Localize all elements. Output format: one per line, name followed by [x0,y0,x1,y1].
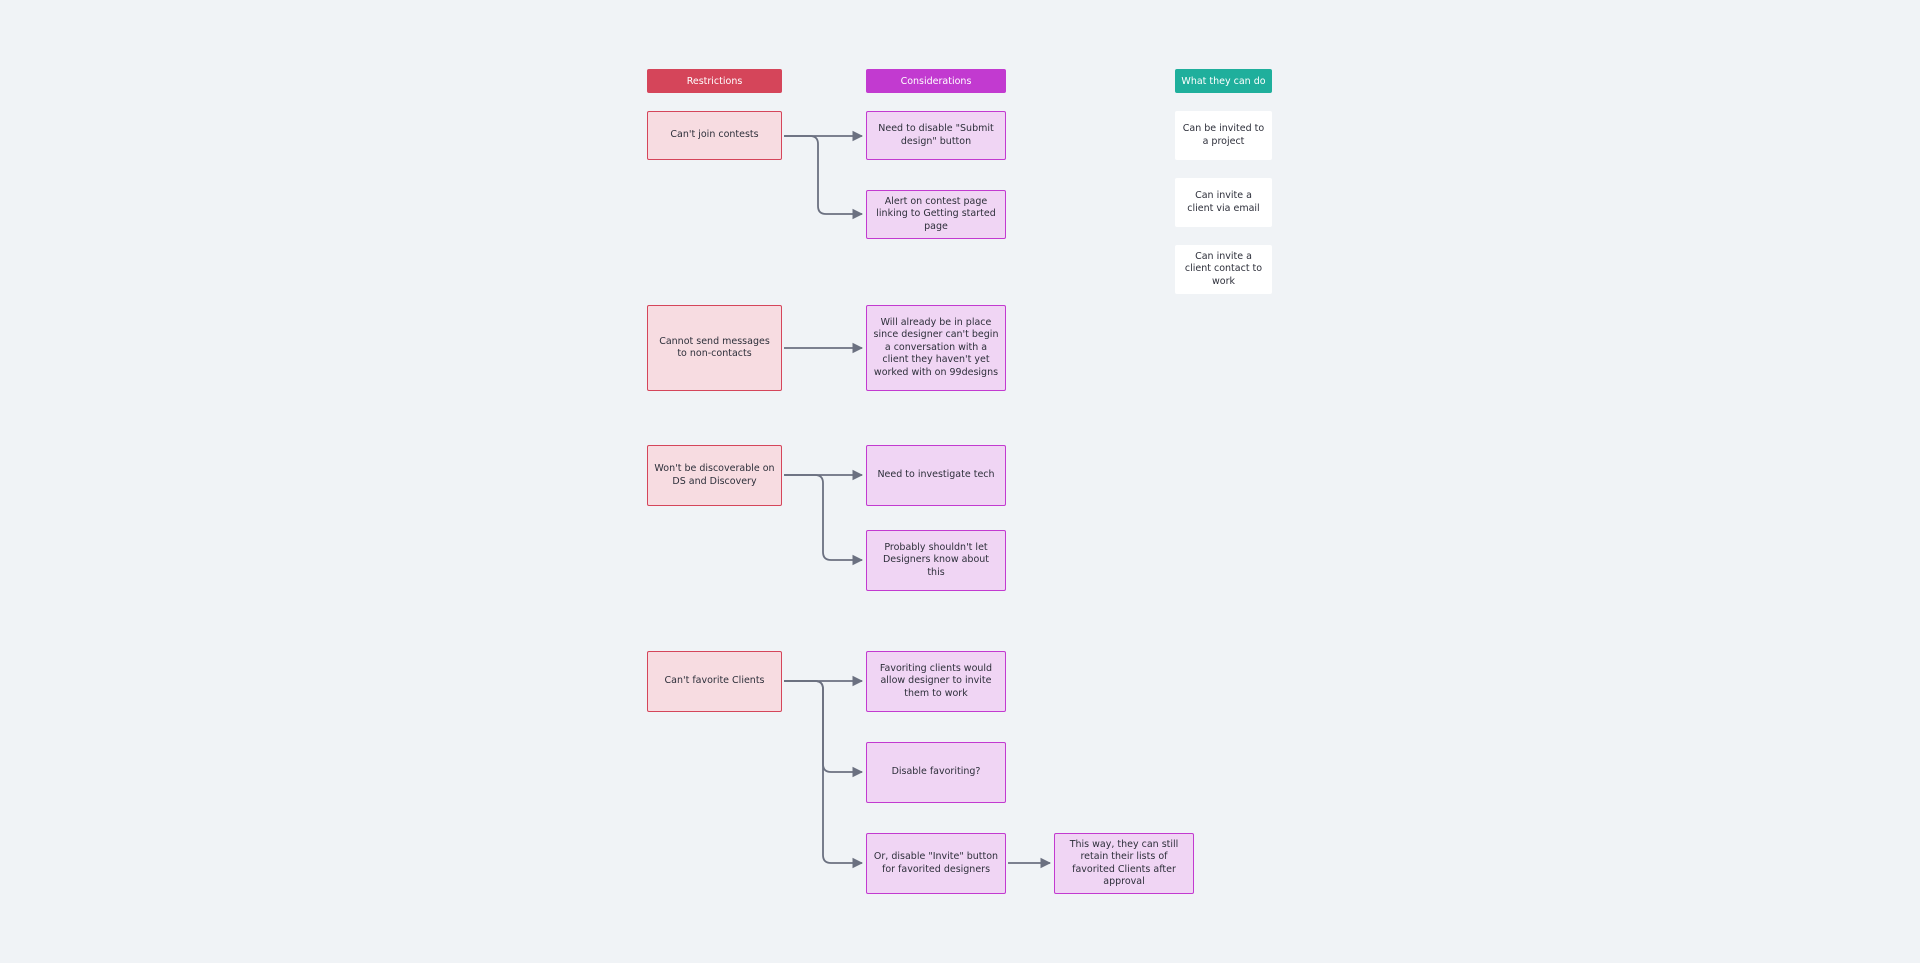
connector-discoverable-to-dont-tell [784,474,864,566]
can-do-invite-client-contact: Can invite a client contact to work [1175,245,1272,294]
restriction-cannot-send-messages: Cannot send messages to non-contacts [647,305,782,391]
consideration-investigate-tech: Need to investigate tech [866,445,1006,506]
connector-favorite-to-disable-favoriting [784,680,864,778]
consideration-already-in-place: Will already be in place since designer … [866,305,1006,391]
consideration-favoriting-allows-invite: Favoriting clients would allow designer … [866,651,1006,712]
consideration-alert-contest-page: Alert on contest page linking to Getting… [866,190,1006,239]
can-do-invited-to-project: Can be invited to a project [1175,111,1272,160]
restriction-not-discoverable: Won't be discoverable on DS and Discover… [647,445,782,506]
connector-contests-to-alert [784,135,864,220]
can-do-invite-client-via-email: Can invite a client via email [1175,178,1272,227]
consideration-disable-favoriting: Disable favoriting? [866,742,1006,803]
restriction-cant-join-contests: Can't join contests [647,111,782,160]
connector-favorite-to-disable-invite [784,680,864,869]
consideration-dont-tell-designers: Probably shouldn't let Designers know ab… [866,530,1006,591]
consideration-retain-favorited-lists: This way, they can still retain their li… [1054,833,1194,894]
consideration-disable-submit-design: Need to disable "Submit design" button [866,111,1006,160]
consideration-disable-invite-button: Or, disable "Invite" button for favorite… [866,833,1006,894]
restriction-cant-favorite-clients: Can't favorite Clients [647,651,782,712]
what-they-can-do-header: What they can do [1175,69,1272,93]
restrictions-header: Restrictions [647,69,782,93]
considerations-header: Considerations [866,69,1006,93]
